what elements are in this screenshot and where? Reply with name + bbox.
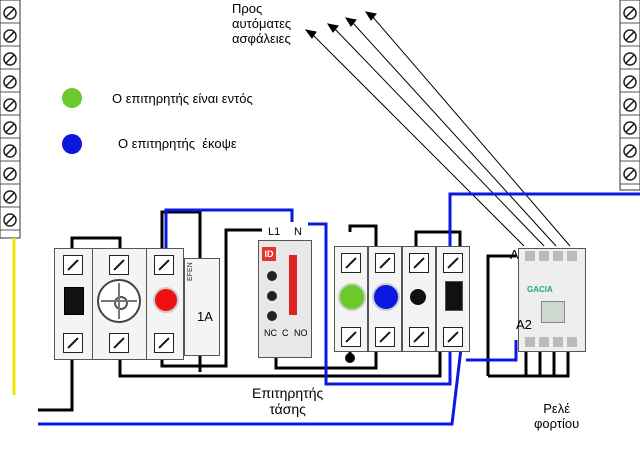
monitor-terminal-l1: L1 bbox=[268, 226, 281, 238]
rocker-bottom-terminal bbox=[443, 327, 463, 347]
red-lamp-bottom-terminal bbox=[154, 333, 174, 353]
timer-dial[interactable] bbox=[97, 279, 141, 323]
fuse-rating: 1A bbox=[197, 309, 213, 324]
left-terminal-screw bbox=[0, 29, 20, 47]
right-terminal-screw bbox=[620, 167, 640, 185]
legend-blue-dot bbox=[62, 134, 82, 154]
green-lamp-bottom-terminal bbox=[341, 327, 361, 347]
legend-label-on: Ο επιτηρητής είναι εντός bbox=[112, 91, 253, 106]
left-terminal-screw bbox=[0, 167, 20, 185]
contactor-brand: GACIA bbox=[527, 285, 553, 294]
blue-lamp-module bbox=[368, 246, 402, 352]
right-terminal-screw bbox=[620, 144, 640, 162]
monitor-knob-3[interactable] bbox=[267, 311, 277, 321]
blue-lamp-bottom-terminal bbox=[375, 327, 395, 347]
monitor-terminal-nc: NC bbox=[264, 328, 277, 338]
left-terminal-screw bbox=[0, 144, 20, 162]
right-terminal-screw bbox=[620, 75, 640, 93]
load-relay-label: Ρελέ φορτίου bbox=[534, 401, 580, 431]
blue-indicator-lamp bbox=[372, 283, 400, 311]
monitor-terminal-n: N bbox=[294, 226, 302, 238]
blue-lamp-top-terminal bbox=[375, 253, 395, 273]
toggle-switch[interactable] bbox=[64, 287, 84, 315]
voltage-monitor-relay: ID bbox=[258, 240, 312, 358]
rocker-switch-module bbox=[436, 246, 470, 352]
left-terminal-screw bbox=[0, 190, 20, 208]
rocker-switch[interactable] bbox=[445, 281, 463, 311]
pushbutton-top-terminal bbox=[409, 253, 429, 273]
pushbutton-module bbox=[402, 246, 436, 352]
monitor-knob-1[interactable] bbox=[267, 271, 277, 281]
monitor-terminal-c: C bbox=[282, 328, 289, 338]
monitor-logo: ID bbox=[262, 247, 276, 261]
rocker-top-terminal bbox=[443, 253, 463, 273]
right-terminal-screw bbox=[620, 98, 640, 116]
right-terminal-screw bbox=[620, 121, 640, 139]
blue-wires bbox=[38, 192, 640, 426]
monitor-red-stripe bbox=[289, 255, 297, 315]
pushbutton-bottom-terminal bbox=[409, 327, 429, 347]
monitor-terminal-no: NO bbox=[294, 328, 308, 338]
monitor-knob-2[interactable] bbox=[267, 291, 277, 301]
left-terminal-screw bbox=[0, 98, 20, 116]
green-lamp-top-terminal bbox=[341, 253, 361, 273]
black-wires bbox=[38, 210, 570, 412]
green-indicator-lamp bbox=[338, 283, 366, 311]
left-terminal-screw bbox=[0, 52, 20, 70]
arrows-to-fuses bbox=[304, 11, 571, 247]
red-lamp-top-terminal bbox=[154, 255, 174, 275]
contactor-window bbox=[541, 301, 565, 323]
fuse-holder: EFEN 1A bbox=[184, 258, 220, 356]
efen-brand: EFEN bbox=[187, 262, 194, 281]
right-terminal-screw bbox=[620, 29, 640, 47]
right-terminal-screw bbox=[620, 6, 640, 24]
voltage-monitor-label: Επιτηρητής τάσης bbox=[252, 385, 324, 418]
switch-top-terminal bbox=[63, 255, 83, 275]
left-terminal-screw bbox=[0, 213, 20, 231]
switch-bottom-terminal bbox=[63, 333, 83, 353]
switch-module bbox=[54, 248, 94, 360]
right-terminal-screw bbox=[620, 52, 640, 70]
legend-label-cut: Ο επιτηρητής έκοψε bbox=[118, 136, 237, 151]
left-terminal-screw bbox=[0, 75, 20, 93]
timer-bottom-terminal bbox=[109, 333, 129, 353]
red-lamp-module bbox=[146, 248, 184, 360]
contactor-top-terminals bbox=[525, 251, 579, 261]
left-terminal-screw bbox=[0, 121, 20, 139]
load-contactor: GACIA bbox=[518, 248, 586, 352]
to-fuses-label: Προς αυτόματες ασφάλειες bbox=[232, 1, 292, 46]
green-lamp-module bbox=[334, 246, 368, 352]
timer-top-terminal bbox=[109, 255, 129, 275]
contactor-bottom-terminals bbox=[525, 337, 579, 347]
timer-module bbox=[92, 248, 148, 360]
junction-dot bbox=[345, 353, 355, 363]
legend-green-dot bbox=[62, 88, 82, 108]
red-indicator-lamp bbox=[153, 287, 179, 313]
left-terminal-screw bbox=[0, 6, 20, 24]
push-button[interactable] bbox=[410, 289, 426, 305]
right-terminal-strip bbox=[619, 0, 640, 191]
contactor-a2-label: A2 bbox=[516, 317, 532, 332]
